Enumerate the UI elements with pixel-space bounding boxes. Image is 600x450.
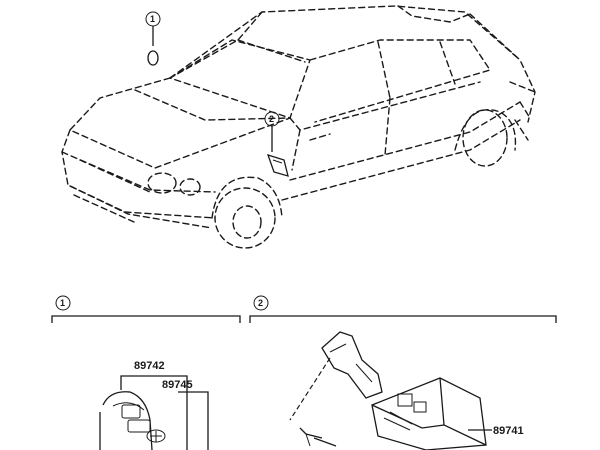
part-number-89742: 89742: [134, 360, 165, 372]
part-number-89745: 89745: [162, 379, 193, 391]
car-illustration: [61, 5, 536, 249]
part-number-89741: 89741: [493, 425, 524, 437]
section-bracket-2: 2: [249, 295, 557, 323]
key-fob-assembly: 89742 89745: [99, 360, 209, 450]
car-callout-2-label: 2: [269, 114, 274, 124]
section-1-label: 1: [60, 298, 65, 308]
receiver-assembly: 89741: [289, 331, 524, 450]
car-callout-1-label: 1: [150, 14, 155, 24]
section-bracket-1: 1: [51, 295, 241, 323]
car-callout-2: 2: [264, 111, 289, 177]
car-callout-1: 1: [145, 11, 161, 66]
section-2-label: 2: [258, 298, 263, 308]
